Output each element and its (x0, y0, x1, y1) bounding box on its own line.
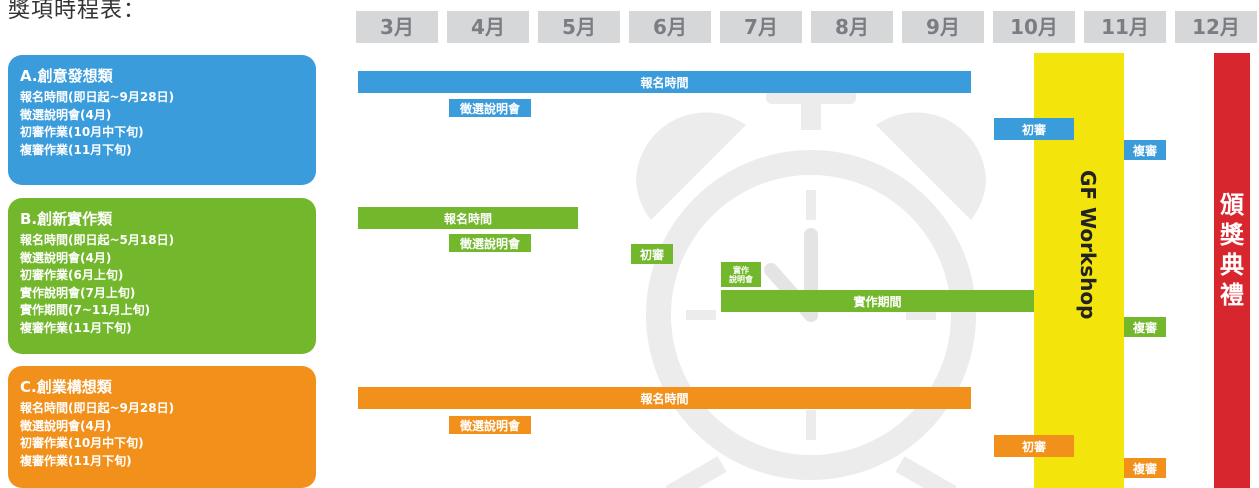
month-label: 6月 (629, 11, 711, 43)
a-second-review-label: 複審 (1124, 140, 1166, 160)
month-label: 10月 (993, 11, 1075, 43)
category-a-line: 徵選說明會(4月) (20, 107, 112, 122)
category-c-line: 徵選說明會(4月) (20, 418, 112, 433)
ceremony-label: 頒 獎 典 禮 (1214, 190, 1250, 310)
category-b-line: 實作說明會(7月上旬) (20, 285, 136, 300)
c-registration-bar: 報名時間 (358, 387, 971, 409)
month-label: 4月 (447, 11, 529, 43)
month-label: 8月 (811, 11, 893, 43)
category-a-card: A.創意發想類 報名時間(即日起~9月28日) 徵選說明會(4月) 初審作業(1… (8, 55, 316, 185)
b-second-review-label: 複審 (1124, 317, 1166, 337)
b-impl-period-bar: 實作期間 (721, 290, 1034, 312)
month-label: 3月 (356, 11, 438, 43)
category-b-line: 徵選說明會(4月) (20, 250, 112, 265)
workshop-label: GF Workshop (1076, 170, 1100, 320)
ceremony-column (1214, 53, 1250, 488)
ceremony-char: 獎 (1220, 221, 1244, 249)
category-a-line: 報名時間(即日起~9月28日) (20, 90, 175, 104)
category-b-line: 報名時間(即日起~5月18日) (20, 233, 175, 247)
b-impl-briefing-label: 實作 說明會 (721, 262, 761, 287)
alarm-clock-watermark (636, 90, 986, 488)
category-a-title: A.創意發想類 (20, 67, 113, 85)
ceremony-char: 頒 (1220, 191, 1244, 219)
category-b-line: 實作期間(7~11月上旬) (20, 303, 151, 317)
category-b-line: 複審作業(11月下旬) (20, 320, 132, 335)
ceremony-char: 典 (1220, 251, 1244, 279)
category-c-card: C.創業構想類 報名時間(即日起~9月28日) 徵選說明會(4月) 初審作業(1… (8, 366, 316, 488)
category-a-line: 初審作業(10月中下旬) (20, 125, 144, 139)
a-briefing-label: 徵選說明會 (449, 99, 531, 117)
month-label: 7月 (720, 11, 802, 43)
c-briefing-label: 徵選說明會 (449, 416, 531, 434)
b-registration-bar: 報名時間 (358, 207, 578, 229)
category-a-line: 複審作業(11月下旬) (20, 142, 132, 157)
a-registration-bar: 報名時間 (358, 71, 971, 93)
page-title: 獎項時程表： (8, 0, 147, 23)
month-label: 9月 (902, 11, 984, 43)
month-label: 11月 (1084, 11, 1166, 43)
b-impl-briefing-line: 說明會 (729, 274, 753, 284)
workshop-label-wrap: GF Workshop (1036, 170, 1122, 370)
a-first-review-label: 初審 (994, 118, 1074, 140)
category-c-line: 複審作業(11月下旬) (20, 453, 132, 468)
ceremony-char: 禮 (1220, 281, 1244, 309)
category-b-card: B.創新實作類 報名時間(即日起~5月18日) 徵選說明會(4月) 初審作業(6… (8, 198, 316, 354)
b-impl-briefing-line: 實作 (733, 265, 749, 275)
category-b-title: B.創新實作類 (20, 210, 113, 228)
category-c-title: C.創業構想類 (20, 378, 112, 396)
category-b-line: 初審作業(6月上旬) (20, 268, 124, 282)
b-first-review-label: 初審 (631, 244, 673, 264)
c-second-review-label: 複審 (1124, 458, 1166, 478)
category-c-line: 報名時間(即日起~9月28日) (20, 401, 175, 415)
c-first-review-label: 初審 (994, 435, 1074, 457)
month-label: 12月 (1175, 11, 1257, 43)
category-c-line: 初審作業(10月中下旬) (20, 436, 144, 450)
month-label: 5月 (538, 11, 620, 43)
b-briefing-label: 徵選說明會 (449, 234, 531, 252)
